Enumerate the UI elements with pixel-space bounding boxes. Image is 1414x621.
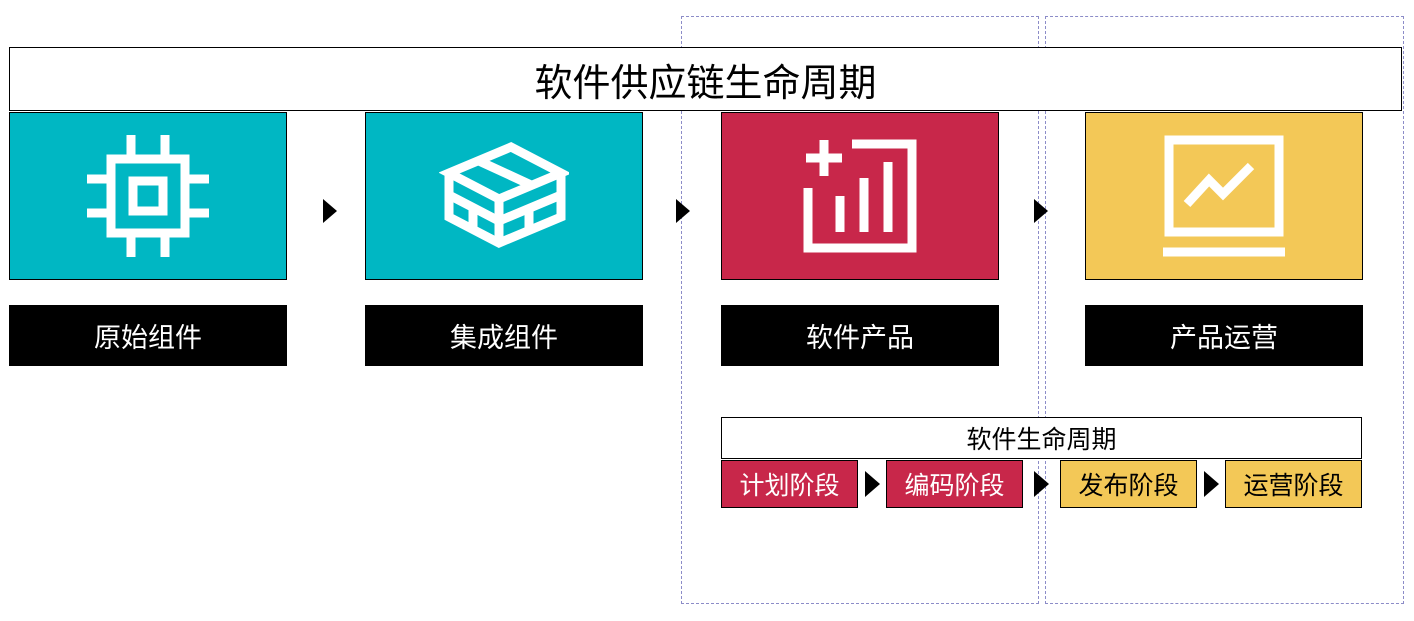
arrow-right-icon — [676, 199, 690, 223]
stage-tile-raw-components — [9, 112, 287, 280]
phase-coding: 编码阶段 — [886, 460, 1023, 508]
dashed-region-product — [681, 16, 1039, 604]
supply-chain-title: 软件供应链生命周期 — [9, 47, 1402, 111]
stage-label: 产品运营 — [1085, 305, 1363, 366]
phase-operation: 运营阶段 — [1225, 460, 1362, 508]
phase-planning: 计划阶段 — [721, 460, 858, 508]
chip-icon — [87, 135, 209, 257]
arrow-right-icon — [323, 199, 337, 223]
arrow-right-icon — [1034, 471, 1049, 497]
arrow-right-icon — [865, 471, 880, 497]
stacked-boxes-icon — [439, 142, 569, 248]
stage-label: 原始组件 — [9, 305, 287, 366]
line-chart-monitor-icon — [1163, 135, 1285, 256]
software-lifecycle-title: 软件生命周期 — [721, 417, 1362, 459]
dashed-region-operation — [1045, 16, 1404, 604]
bar-chart-icon — [803, 139, 917, 253]
arrow-right-icon — [1034, 199, 1048, 223]
stage-label: 集成组件 — [365, 305, 643, 366]
stage-tile-software-product — [721, 112, 999, 280]
arrow-right-icon — [1204, 471, 1219, 497]
stage-tile-integrated-components — [365, 112, 643, 280]
stage-tile-product-operation — [1085, 112, 1363, 280]
stage-label: 软件产品 — [721, 305, 999, 366]
phase-release: 发布阶段 — [1060, 460, 1197, 508]
